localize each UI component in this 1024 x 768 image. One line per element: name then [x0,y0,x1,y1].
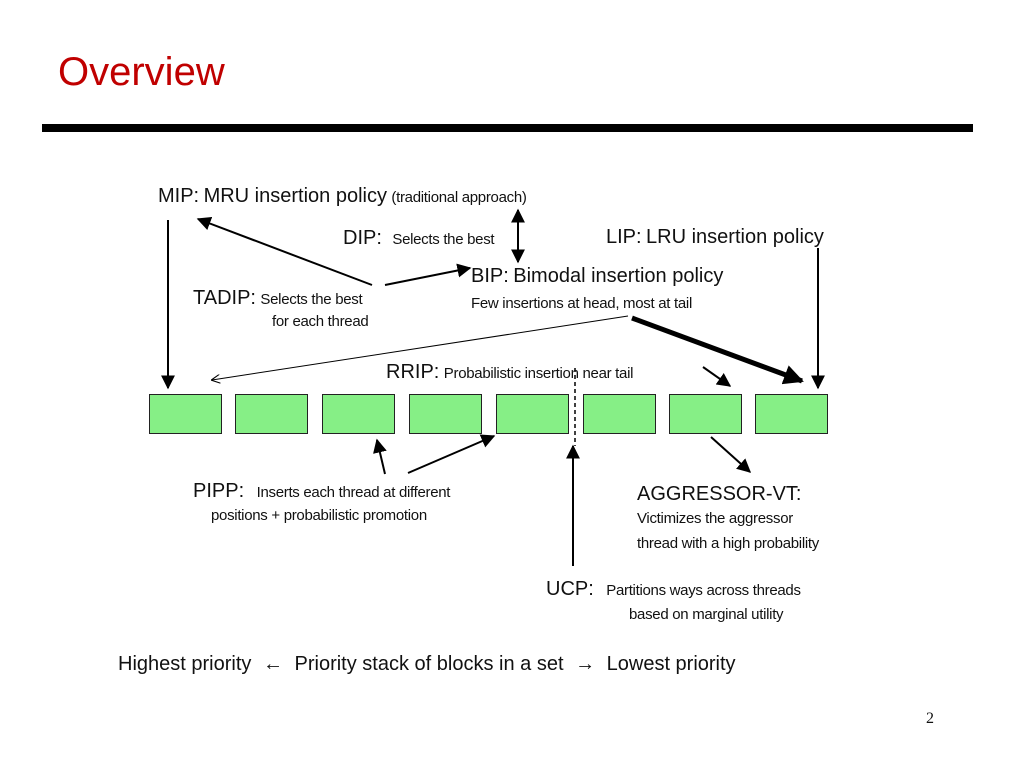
tadip-desc-1: Selects the best [260,291,363,308]
dip-label-group: DIP: Selects the best [343,227,495,249]
cache-block-2 [235,394,308,434]
ucp-label: UCP: [546,578,594,600]
pipp-arrow-1 [373,438,387,475]
priority-footer: Highest priority ← Priority stack of blo… [118,654,736,674]
title-divider [42,124,973,132]
aggressor-desc-2: thread with a high probability [637,535,819,552]
bip-desc: Few insertions at head, most at tail [471,295,692,312]
aggressor-desc-1: Victimizes the aggressor [637,510,793,527]
bip-thin-arrow [212,315,629,380]
right-arrow-icon: → [575,653,596,675]
cache-block-7 [669,394,742,434]
tadip-to-mip-arrow [196,216,373,286]
cache-block-4 [409,394,482,434]
cache-block-6 [583,394,656,434]
cache-block-1 [149,394,222,434]
tadip-label: TADIP: [193,287,256,309]
slide-title: Overview [58,50,225,94]
mip-note: (traditional approach) [391,189,527,206]
rrip-arrow [702,366,732,387]
dip-desc: Selects the best [392,231,495,248]
bip-label: BIP: [471,265,509,287]
lowest-priority-label: Lowest priority [606,653,736,675]
aggressor-label: AGGRESSOR-VT: [637,483,802,505]
tadip-to-bip-arrow [384,263,472,286]
cache-block-3 [322,394,395,434]
dip-label: DIP: [343,227,382,249]
ucp-desc-1: Partitions ways across threads [606,582,801,599]
highest-priority-label: Highest priority [118,653,252,675]
mip-label: MIP: [158,185,200,207]
ucp-desc-2: based on marginal utility [629,606,784,623]
priority-stack-label: Priority stack of blocks in a set [294,653,564,675]
pipp-desc-2: positions + probabilistic promotion [211,507,427,524]
cache-block-5 [496,394,569,434]
pipp-desc-1: Inserts each thread at different [256,484,451,501]
tadip-label-group: TADIP: Selects the best [193,287,363,309]
rrip-label-group: RRIP: Probabilistic insertion near tail [386,362,633,382]
mip-title: MRU insertion policy [203,185,387,207]
rrip-label: RRIP: [386,361,440,383]
bip-label-group: BIP: Bimodal insertion policy [471,266,723,286]
mip-label-group: MIP: MRU insertion policy (traditional a… [158,186,527,206]
lip-label-group: LIP: LRU insertion policy [606,227,824,247]
bip-title: Bimodal insertion policy [513,265,724,287]
bip-thick-arrow [631,315,804,385]
pipp-arrow-2 [407,434,496,474]
lip-title: LRU insertion policy [646,226,824,248]
cache-block-8 [755,394,828,434]
aggressor-arrow [710,436,752,473]
tadip-desc-2: for each thread [272,313,369,330]
page-number: 2 [926,710,934,727]
rrip-desc: Probabilistic insertion near tail [443,365,634,382]
pipp-label-group: PIPP: Inserts each thread at different [193,481,450,501]
lip-label: LIP: [606,226,642,248]
ucp-label-group: UCP: Partitions ways across threads [546,579,801,599]
left-arrow-icon: ← [262,653,283,675]
pipp-label: PIPP: [193,480,245,502]
